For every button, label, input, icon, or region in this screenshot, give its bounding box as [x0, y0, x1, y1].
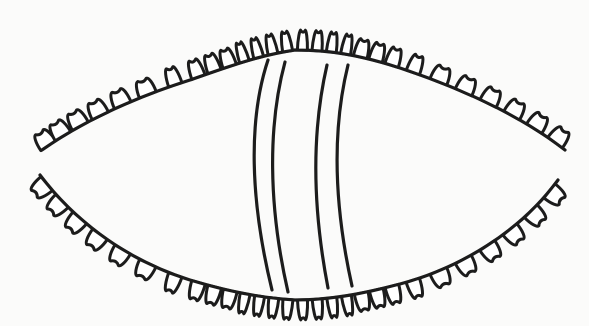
- lower-tooth-13: [267, 298, 279, 319]
- lower-tooth-15: [298, 300, 309, 320]
- upper-tooth-16: [312, 30, 323, 51]
- lower-tooth-16: [312, 299, 324, 320]
- lower-tooth-14: [281, 299, 292, 320]
- upper-tooth-15: [297, 30, 308, 50]
